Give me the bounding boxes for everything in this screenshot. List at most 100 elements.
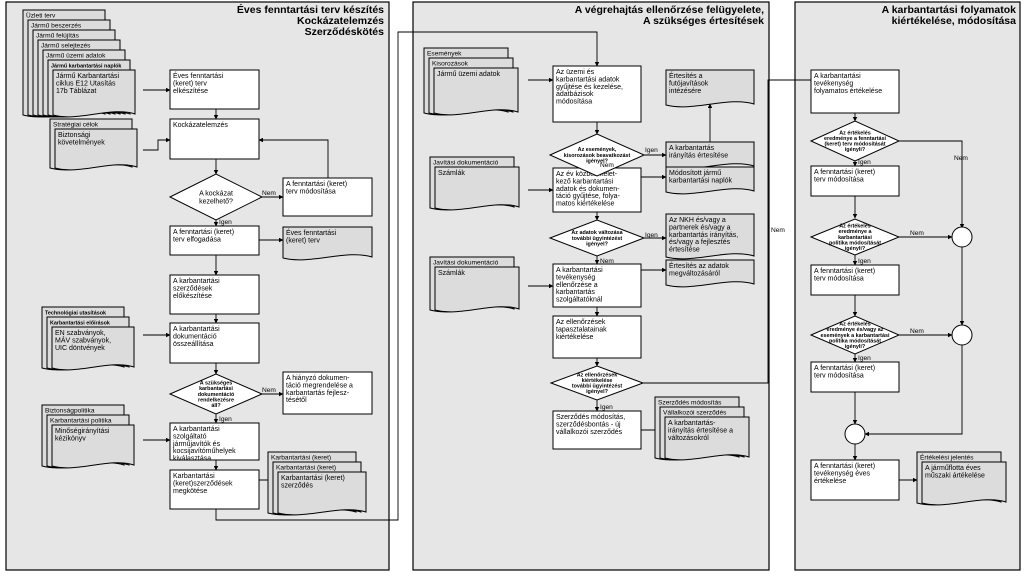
decision-d8-text-line-1: Az értékelés xyxy=(839,322,870,328)
decision-d3-text-line-1: Az események, xyxy=(578,147,617,153)
document-stack-s1-label-3: Jármű felújítás xyxy=(36,33,80,40)
process-b11-text-line-5: matos kiértékelése xyxy=(556,201,614,208)
note-n5-text-line-1: Az NKH és/vagy a xyxy=(669,217,726,224)
document-stack-s1-label-5: Jármű üzemi adatok xyxy=(46,53,106,60)
decision-d5-text-line-1: Az ellenőrzések xyxy=(577,372,617,378)
process-b8-text-line-2: szolgáltató xyxy=(173,433,207,440)
process-b7-shape xyxy=(282,371,373,415)
process-b8-text-line-3: járműjavítók és xyxy=(172,441,221,448)
document-stack-s1-label-6: Jármű karbantartási naplók xyxy=(51,64,121,70)
process-b11-text-line-3: adatok és dokumen- xyxy=(556,186,620,193)
process-b10-text-line-3: gyűjtése és kezelése, xyxy=(556,84,623,91)
document-stack-s9-label-1: Szerződés módosítás xyxy=(658,400,722,407)
process-b5-shape xyxy=(169,274,260,315)
process-b9-shape xyxy=(169,469,260,510)
decision-d2: A szükségeskarbantartásidokumentációrend… xyxy=(168,373,264,415)
decision-d8-text-line-4: politika módosítását xyxy=(829,338,881,344)
decision-d2-text-line-3: dokumentáció xyxy=(198,392,235,398)
process-b1-text-line-2: (keret) terv xyxy=(173,80,207,87)
process-b1-shape xyxy=(169,69,260,110)
label-yes-6: Igen xyxy=(858,159,871,166)
document-stack-s1-front xyxy=(52,69,136,118)
process-b12-shape xyxy=(552,263,642,308)
decision-d7-text-line-4: politika módosítását xyxy=(829,240,881,246)
process-b7-text-line-3: karbantartás fejlesz- xyxy=(286,390,350,397)
lane-planning-title-1: Éves fenntartási terv készítés xyxy=(237,3,384,16)
note-n6-text-line-2: megváltozásáról xyxy=(669,270,720,277)
process-b4-text-line-2: terv elfogadása xyxy=(173,236,221,243)
document-stack-s6-label-1: Események xyxy=(427,51,462,58)
document-stack-s9-front-text-line-3: változásokról xyxy=(668,435,709,442)
process-b15-shape xyxy=(810,69,900,114)
process-b9-text-line-3: megkötése xyxy=(173,488,207,495)
process-b5-text-line-2: szerződések xyxy=(173,285,213,292)
decision-d4-shape xyxy=(548,219,646,257)
document-stack-s3-front-text-line-2: MÁV szabványok, xyxy=(55,335,111,344)
document-stack-s5: Karbantartási (keret)Karbantartási (kere… xyxy=(267,451,367,516)
label-no-8: Nem xyxy=(910,328,924,335)
process-b17-shape xyxy=(810,264,900,296)
note-n2-text-line-1: Értesítés a xyxy=(669,71,703,80)
note-n4-shape xyxy=(665,166,755,195)
decision-d4-text-line-2: további ügyintézést xyxy=(572,236,623,242)
process-b14-text-line-2: szerződésbontás - új xyxy=(556,421,621,428)
document-stack-s2-front xyxy=(54,128,138,171)
label-yes-8: Igen xyxy=(858,355,871,362)
lane-evaluation-title-1: A karbantartási folyamatok xyxy=(882,4,1017,16)
label-no-3: Nem xyxy=(600,162,614,169)
process-b18-text-line-2: terv módosítása xyxy=(814,372,864,379)
process-b13-text-line-1: Az ellenőrzések xyxy=(556,319,606,326)
process-b11: Az év közben kelet-kező karbantartásiada… xyxy=(552,167,642,213)
note-n3-text-line-1: A karbantartás xyxy=(669,145,715,152)
process-b15-text-line-3: folyamatos értékelése xyxy=(814,88,882,95)
note-n1: Éves fenntartási(keret) terv xyxy=(282,226,373,261)
label-no-6: Nem xyxy=(954,155,968,162)
label-yes-3: Igen xyxy=(645,147,658,154)
document-stack-s3-label-2: Karbantartási előírások xyxy=(50,321,110,327)
process-b2-shape xyxy=(169,118,260,160)
label-yes-2: Igen xyxy=(219,416,232,423)
decision-d3-text-line-2: kisorozások beavatkozást xyxy=(564,153,631,159)
decision-d7-text-line-5: igényli? xyxy=(845,246,865,252)
process-b17-text-line-2: terv módosítása xyxy=(814,275,864,282)
decision-d7-text-line-2: eredménye a xyxy=(839,229,873,235)
process-b10-text-line-2: karbantartási adatok xyxy=(556,76,620,83)
process-b4: A fenntartási (keret)terv elfogadása xyxy=(169,225,260,256)
document-stack-s4-front-text-line-1: Minőségirányítási xyxy=(55,428,110,435)
process-b13-text-line-2: tapasztalatainak xyxy=(556,326,607,333)
process-b14-text-line-3: vállalkozói szerződés xyxy=(556,429,623,436)
note-n5-text-line-3: karbantartás irányítás, xyxy=(669,232,738,239)
note-n5-text-line-2: partnerek és/vagy a xyxy=(669,224,731,231)
document-stack-s5-front-text-line-2: szerződés xyxy=(281,482,313,489)
process-b12-text-line-5: szolgáltatóknál xyxy=(556,297,603,304)
lane-planning-title-3: Szerződéskötés xyxy=(305,26,385,38)
label-no-1: Nem xyxy=(262,190,276,197)
label-no-2: Nem xyxy=(262,387,276,394)
process-b5-text-line-1: A karbantartási xyxy=(173,278,220,285)
process-b15-text-line-1: A karbantartási xyxy=(814,73,861,80)
document-stack-s9-label-2: Vállalkozói szerződés xyxy=(663,410,727,417)
document-stack-s6-front-text-line-1: Jármű üzemi adatok xyxy=(437,71,501,78)
process-b19-shape xyxy=(810,459,900,501)
process-b4-text-line-1: A fenntartási (keret) xyxy=(173,229,234,236)
document-stack-s9-front-text-line-1: A karbantartás- xyxy=(668,420,716,427)
process-b11-text-line-4: táció gyűjtése, folya- xyxy=(556,193,620,200)
decision-d7-text-line-1: Az értékelés xyxy=(839,224,870,230)
label-no-4: Nem xyxy=(600,258,614,265)
process-b16-shape xyxy=(810,165,900,197)
note-n2-text-line-2: futójavítások xyxy=(669,80,709,87)
process-b14-shape xyxy=(552,410,642,450)
document-stack-s5-front xyxy=(277,471,367,516)
